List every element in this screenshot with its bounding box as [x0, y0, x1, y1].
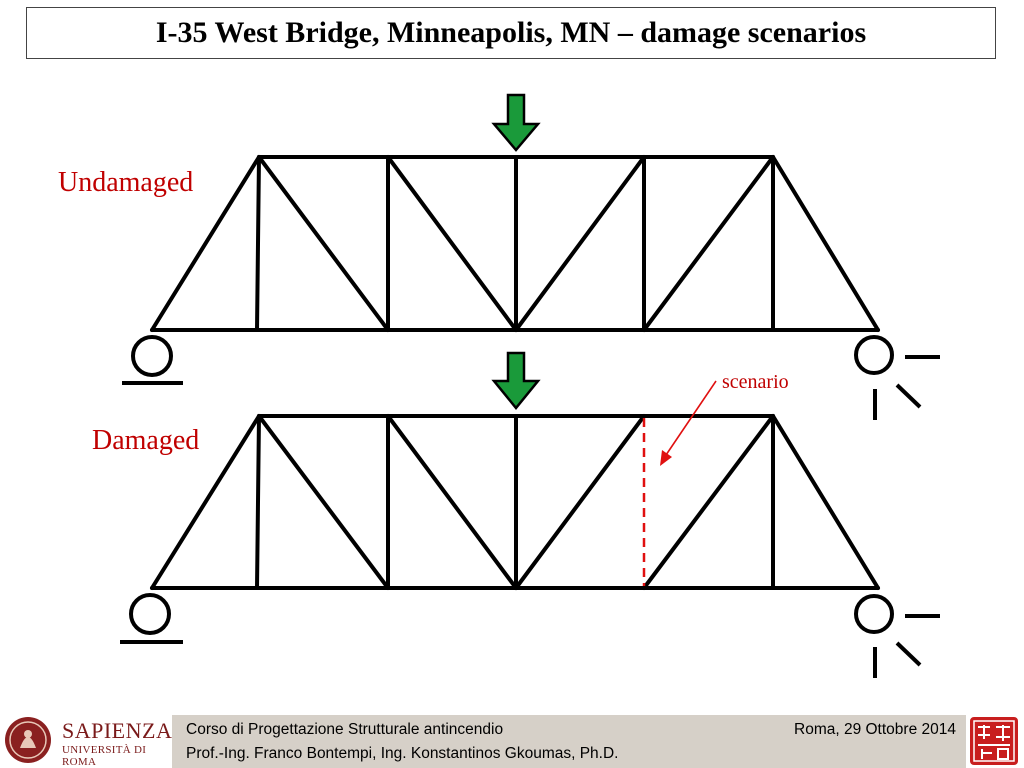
- logo-word: SAPIENZA: [62, 718, 173, 743]
- truss-end-post-right: [771, 155, 880, 332]
- truss-end-post-left: [150, 414, 261, 590]
- sapienza-seal-icon: [5, 717, 51, 763]
- damaged-truss: [150, 414, 880, 590]
- load-arrow-icon: [491, 93, 541, 152]
- pin-support-icon: [120, 593, 183, 644]
- footer: SAPIENZA UNIVERSITÀ DI ROMA Corso di Pro…: [0, 712, 1024, 768]
- truss-diagonal: [386, 414, 518, 590]
- logo-subtitle: UNIVERSITÀ DI ROMA: [62, 744, 147, 768]
- authors: Prof.-Ing. Franco Bontempi, Ing. Konstan…: [186, 745, 619, 762]
- slide-title: I-35 West Bridge, Minneapolis, MN – dama…: [26, 7, 996, 59]
- truss-vertical: [255, 155, 261, 332]
- course-name: Corso di Progettazione Strutturale antin…: [186, 721, 504, 738]
- pin-support-icon: [122, 335, 183, 385]
- truss-diagonal: [642, 414, 775, 590]
- scenario-label: scenario: [722, 371, 789, 393]
- undamaged-label: Undamaged: [58, 167, 194, 198]
- undamaged-truss: [150, 155, 880, 332]
- truss-end-post-right: [771, 414, 880, 590]
- stamp-icon: [970, 717, 1018, 765]
- roller-support-icon: [854, 335, 940, 420]
- scenario-pointer-arrow: [660, 380, 717, 466]
- footer-bar: Corso di Progettazione Strutturale antin…: [172, 715, 966, 768]
- sapienza-logo: SAPIENZA UNIVERSITÀ DI ROMA: [2, 712, 172, 768]
- damaged-label: Damaged: [92, 425, 200, 456]
- truss-diagonal: [514, 155, 646, 332]
- truss-diagonal: [257, 414, 390, 590]
- load-arrow-icon: [491, 351, 541, 410]
- place-date: Roma, 29 Ottobre 2014: [794, 721, 956, 738]
- truss-end-post-left: [150, 155, 261, 332]
- roller-support-icon: [854, 594, 940, 678]
- truss-diagonal: [386, 155, 518, 332]
- truss-diagram: [120, 93, 940, 678]
- truss-diagonal: [642, 155, 775, 332]
- truss-diagonal: [514, 414, 646, 590]
- truss-vertical: [255, 414, 261, 590]
- truss-diagonal: [257, 155, 390, 332]
